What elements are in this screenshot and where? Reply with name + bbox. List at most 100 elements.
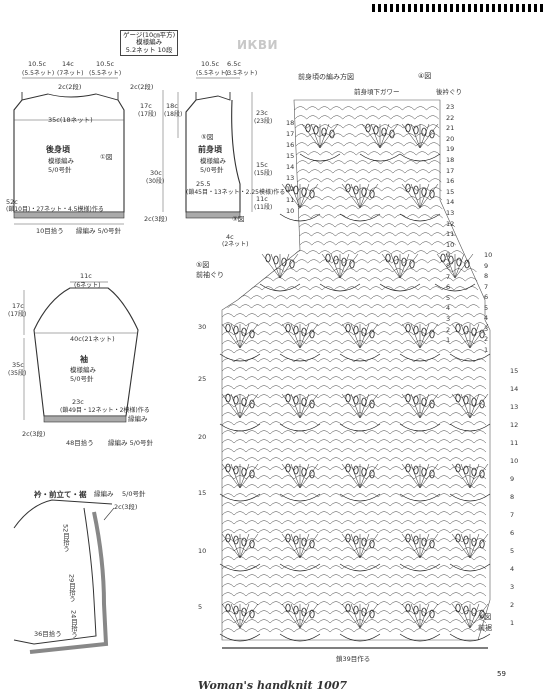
chain-arc bbox=[473, 394, 487, 399]
chain-arc bbox=[221, 619, 235, 624]
chain-arc bbox=[323, 304, 336, 309]
chain-arc bbox=[257, 421, 271, 426]
puff-stitch bbox=[345, 463, 351, 473]
puff-stitch bbox=[241, 537, 247, 547]
sleeve-top-nets: (6ネット) bbox=[74, 282, 101, 289]
chain-arc bbox=[461, 313, 475, 318]
chain-arc bbox=[401, 484, 415, 489]
chain-arc bbox=[343, 259, 356, 264]
chain-arc bbox=[425, 430, 439, 435]
chain-arc bbox=[389, 349, 403, 354]
chain-arc bbox=[353, 376, 367, 381]
chain-arc bbox=[473, 367, 487, 372]
front-right-rows: (23段) bbox=[254, 118, 273, 125]
chain-arc bbox=[359, 304, 372, 309]
chain-arc bbox=[233, 574, 247, 579]
chain-arc bbox=[381, 286, 395, 291]
puff-stitch bbox=[301, 537, 307, 547]
chain-arc bbox=[285, 286, 299, 291]
fan-arc bbox=[339, 353, 381, 362]
chain-arc bbox=[331, 133, 344, 138]
chain-arc bbox=[269, 385, 283, 390]
chart-diagram5: ⑤図 bbox=[196, 261, 210, 269]
chain-arc bbox=[377, 367, 391, 372]
stitch-line bbox=[339, 253, 350, 279]
chain-arc bbox=[416, 151, 429, 156]
chain-arc bbox=[407, 241, 420, 246]
chain-arc bbox=[367, 133, 380, 138]
chain-arc bbox=[365, 619, 379, 624]
puff-stitch bbox=[373, 125, 379, 135]
chain-arc bbox=[404, 169, 418, 174]
chain-arc bbox=[366, 124, 380, 129]
chain-arc bbox=[389, 520, 403, 525]
chain-arc bbox=[269, 439, 283, 444]
chain-arc bbox=[221, 556, 235, 561]
chain-arc bbox=[353, 628, 367, 633]
chain-arc bbox=[329, 466, 343, 471]
puff-stitch bbox=[440, 253, 446, 263]
edging-pickup-hem: 36目拾う bbox=[34, 630, 62, 638]
puff-stitch bbox=[233, 325, 239, 335]
chain-arc bbox=[365, 376, 379, 381]
chain-arc bbox=[406, 214, 419, 219]
chain-arc bbox=[346, 295, 359, 300]
chain-arc bbox=[245, 502, 259, 507]
chain-arc bbox=[294, 124, 308, 129]
stitch-line bbox=[281, 323, 301, 349]
fan-arc bbox=[449, 493, 491, 502]
chain-arc bbox=[347, 232, 360, 237]
fan-arc bbox=[449, 633, 491, 642]
chain-arc bbox=[233, 601, 247, 606]
chain-arc bbox=[329, 448, 343, 453]
front-hem-diagram: ③図 bbox=[232, 215, 245, 223]
chain-arc bbox=[305, 439, 319, 444]
chain-arc bbox=[245, 484, 259, 489]
stitch-line bbox=[350, 183, 361, 209]
puff-stitch bbox=[413, 325, 419, 335]
puff-stitch bbox=[413, 535, 419, 545]
chain-arc bbox=[461, 376, 475, 381]
chain-arc bbox=[335, 304, 348, 309]
chain-arc bbox=[257, 592, 271, 597]
chain-arc bbox=[413, 430, 427, 435]
puff-stitch bbox=[353, 325, 359, 335]
chain-arc bbox=[269, 313, 283, 318]
chain-arc bbox=[358, 205, 371, 210]
chain-arc bbox=[437, 331, 451, 336]
stitch-line bbox=[299, 463, 310, 489]
chain-arc bbox=[377, 385, 391, 390]
chain-arc bbox=[401, 502, 415, 507]
chart-armhole-label: 前袖ぐり bbox=[196, 271, 224, 279]
chain-arc bbox=[305, 340, 319, 345]
row-num-upper-left: 14 bbox=[286, 163, 295, 171]
chain-arc bbox=[317, 475, 331, 480]
stitch-line bbox=[359, 533, 379, 559]
puff-stitch bbox=[225, 393, 231, 403]
chain-arc bbox=[329, 601, 343, 606]
puff-stitch bbox=[369, 399, 375, 409]
chain-arc bbox=[272, 268, 285, 273]
chain-arc bbox=[461, 367, 475, 372]
puff-stitch bbox=[455, 323, 461, 333]
chain-arc bbox=[431, 232, 444, 237]
chain-arc bbox=[358, 214, 371, 219]
chain-arc bbox=[357, 196, 371, 201]
chain-arc bbox=[449, 376, 463, 381]
front-bottom-height: 11c bbox=[256, 195, 268, 203]
chain-arc bbox=[342, 115, 355, 120]
chain-arc bbox=[377, 421, 391, 426]
chain-arc bbox=[245, 619, 259, 624]
sleeve-cuff-gap: 2c(3段) bbox=[22, 430, 46, 438]
chain-arc bbox=[401, 331, 415, 336]
footer-credit: Woman's handknit 1007 bbox=[198, 679, 348, 692]
stitch-line bbox=[460, 393, 471, 419]
chain-arc bbox=[449, 601, 463, 606]
puff-stitch bbox=[393, 255, 399, 265]
chain-arc bbox=[354, 124, 368, 129]
chain-arc bbox=[293, 421, 307, 426]
back-diagram-ref: ①図 bbox=[100, 153, 113, 161]
chain-arc bbox=[269, 628, 283, 633]
chain-arc bbox=[449, 484, 463, 489]
chain-arc bbox=[389, 529, 403, 534]
